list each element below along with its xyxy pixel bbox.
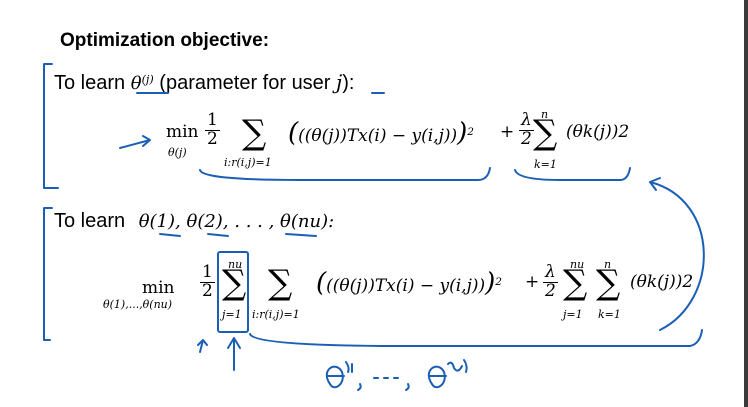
underbrace-3 (249, 329, 703, 347)
bracket-1 (43, 63, 59, 189)
section1-label-suffix: (parameter for user (159, 72, 331, 94)
section1-reg-sum-sign: ∑ (533, 113, 558, 153)
section2-plus: + (525, 272, 540, 292)
section1-reg-term: (θk(j))2 (566, 122, 630, 142)
section1-reg-sum-bottom: k=1 (534, 158, 557, 171)
section2-term: (((θ(j))Tx(i) − y(i,j)))2 (316, 268, 502, 298)
underline-theta-1 (159, 233, 181, 237)
hw-theta-1 (325, 365, 345, 389)
section1-min: min (166, 122, 199, 142)
section1-user-var: j (336, 70, 343, 94)
section1-min-sub: θ(j) (168, 146, 187, 159)
section2-outer-sum-sign: ∑ (222, 263, 247, 303)
section1-label-prefix: To learn (54, 72, 126, 94)
arrow-1 (119, 135, 151, 149)
bracket-2 (43, 207, 53, 341)
section2-inner-sum-bottom: i:r(i,j)=1 (252, 308, 300, 321)
section2-reg-sum1-bottom: j=1 (563, 308, 583, 321)
section2-outer-sum-bottom: j=1 (222, 308, 242, 321)
section1-reg-sum-top: n (541, 108, 549, 121)
arrow-up (227, 337, 241, 371)
section1-theta: θ(j) (130, 72, 154, 94)
section2-reg-sum1-top: nu (570, 258, 585, 271)
section2-reg-sum2-top: n (604, 258, 612, 271)
curved-arrow (649, 181, 705, 331)
underline-theta-nu (285, 233, 317, 237)
section2-reg-sum1-sign: ∑ (563, 263, 588, 303)
section2-min-sub: θ(1),...,θ(nu) (103, 298, 173, 311)
section1-term: (((θ(j))Tx(i) − y(i,j)))2 (288, 118, 474, 148)
underbrace-1 (199, 167, 491, 181)
section1-plus: + (500, 122, 515, 142)
right-edge-bar (744, 0, 748, 407)
section2-reg-term: (θk(j))2 (630, 272, 694, 292)
section1-label-close: ): (342, 72, 355, 94)
hw-theta-nu (427, 365, 447, 389)
outer-sum-box (217, 251, 249, 333)
section2-min-word: min (142, 278, 175, 298)
section1-label: To learn θ(j) (parameter for user j): (54, 70, 354, 95)
section2-thetas: θ(1), θ(2), . . . , θ(nu): (138, 211, 335, 232)
section1-sum-sub: i:r(i,j)=1 (224, 156, 272, 169)
section2-reg-sum2-bottom: k=1 (598, 308, 621, 321)
section1-min-word: min (166, 122, 199, 142)
section2-outer-sum-top: nu (228, 258, 243, 271)
section2-reg-sum2-sign: ∑ (596, 263, 621, 303)
section2-inner-sum-sign: ∑ (268, 263, 293, 303)
section2-label: To learn θ(1), θ(2), . . . , θ(nu): (54, 210, 334, 233)
underbrace-2 (514, 167, 631, 181)
underline-theta-2 (207, 233, 229, 237)
section2-label-prefix: To learn (54, 210, 126, 232)
section1-sum-sign: ∑ (242, 113, 267, 153)
arrow-small (197, 339, 208, 353)
slide-title: Optimization objective: (60, 30, 270, 51)
